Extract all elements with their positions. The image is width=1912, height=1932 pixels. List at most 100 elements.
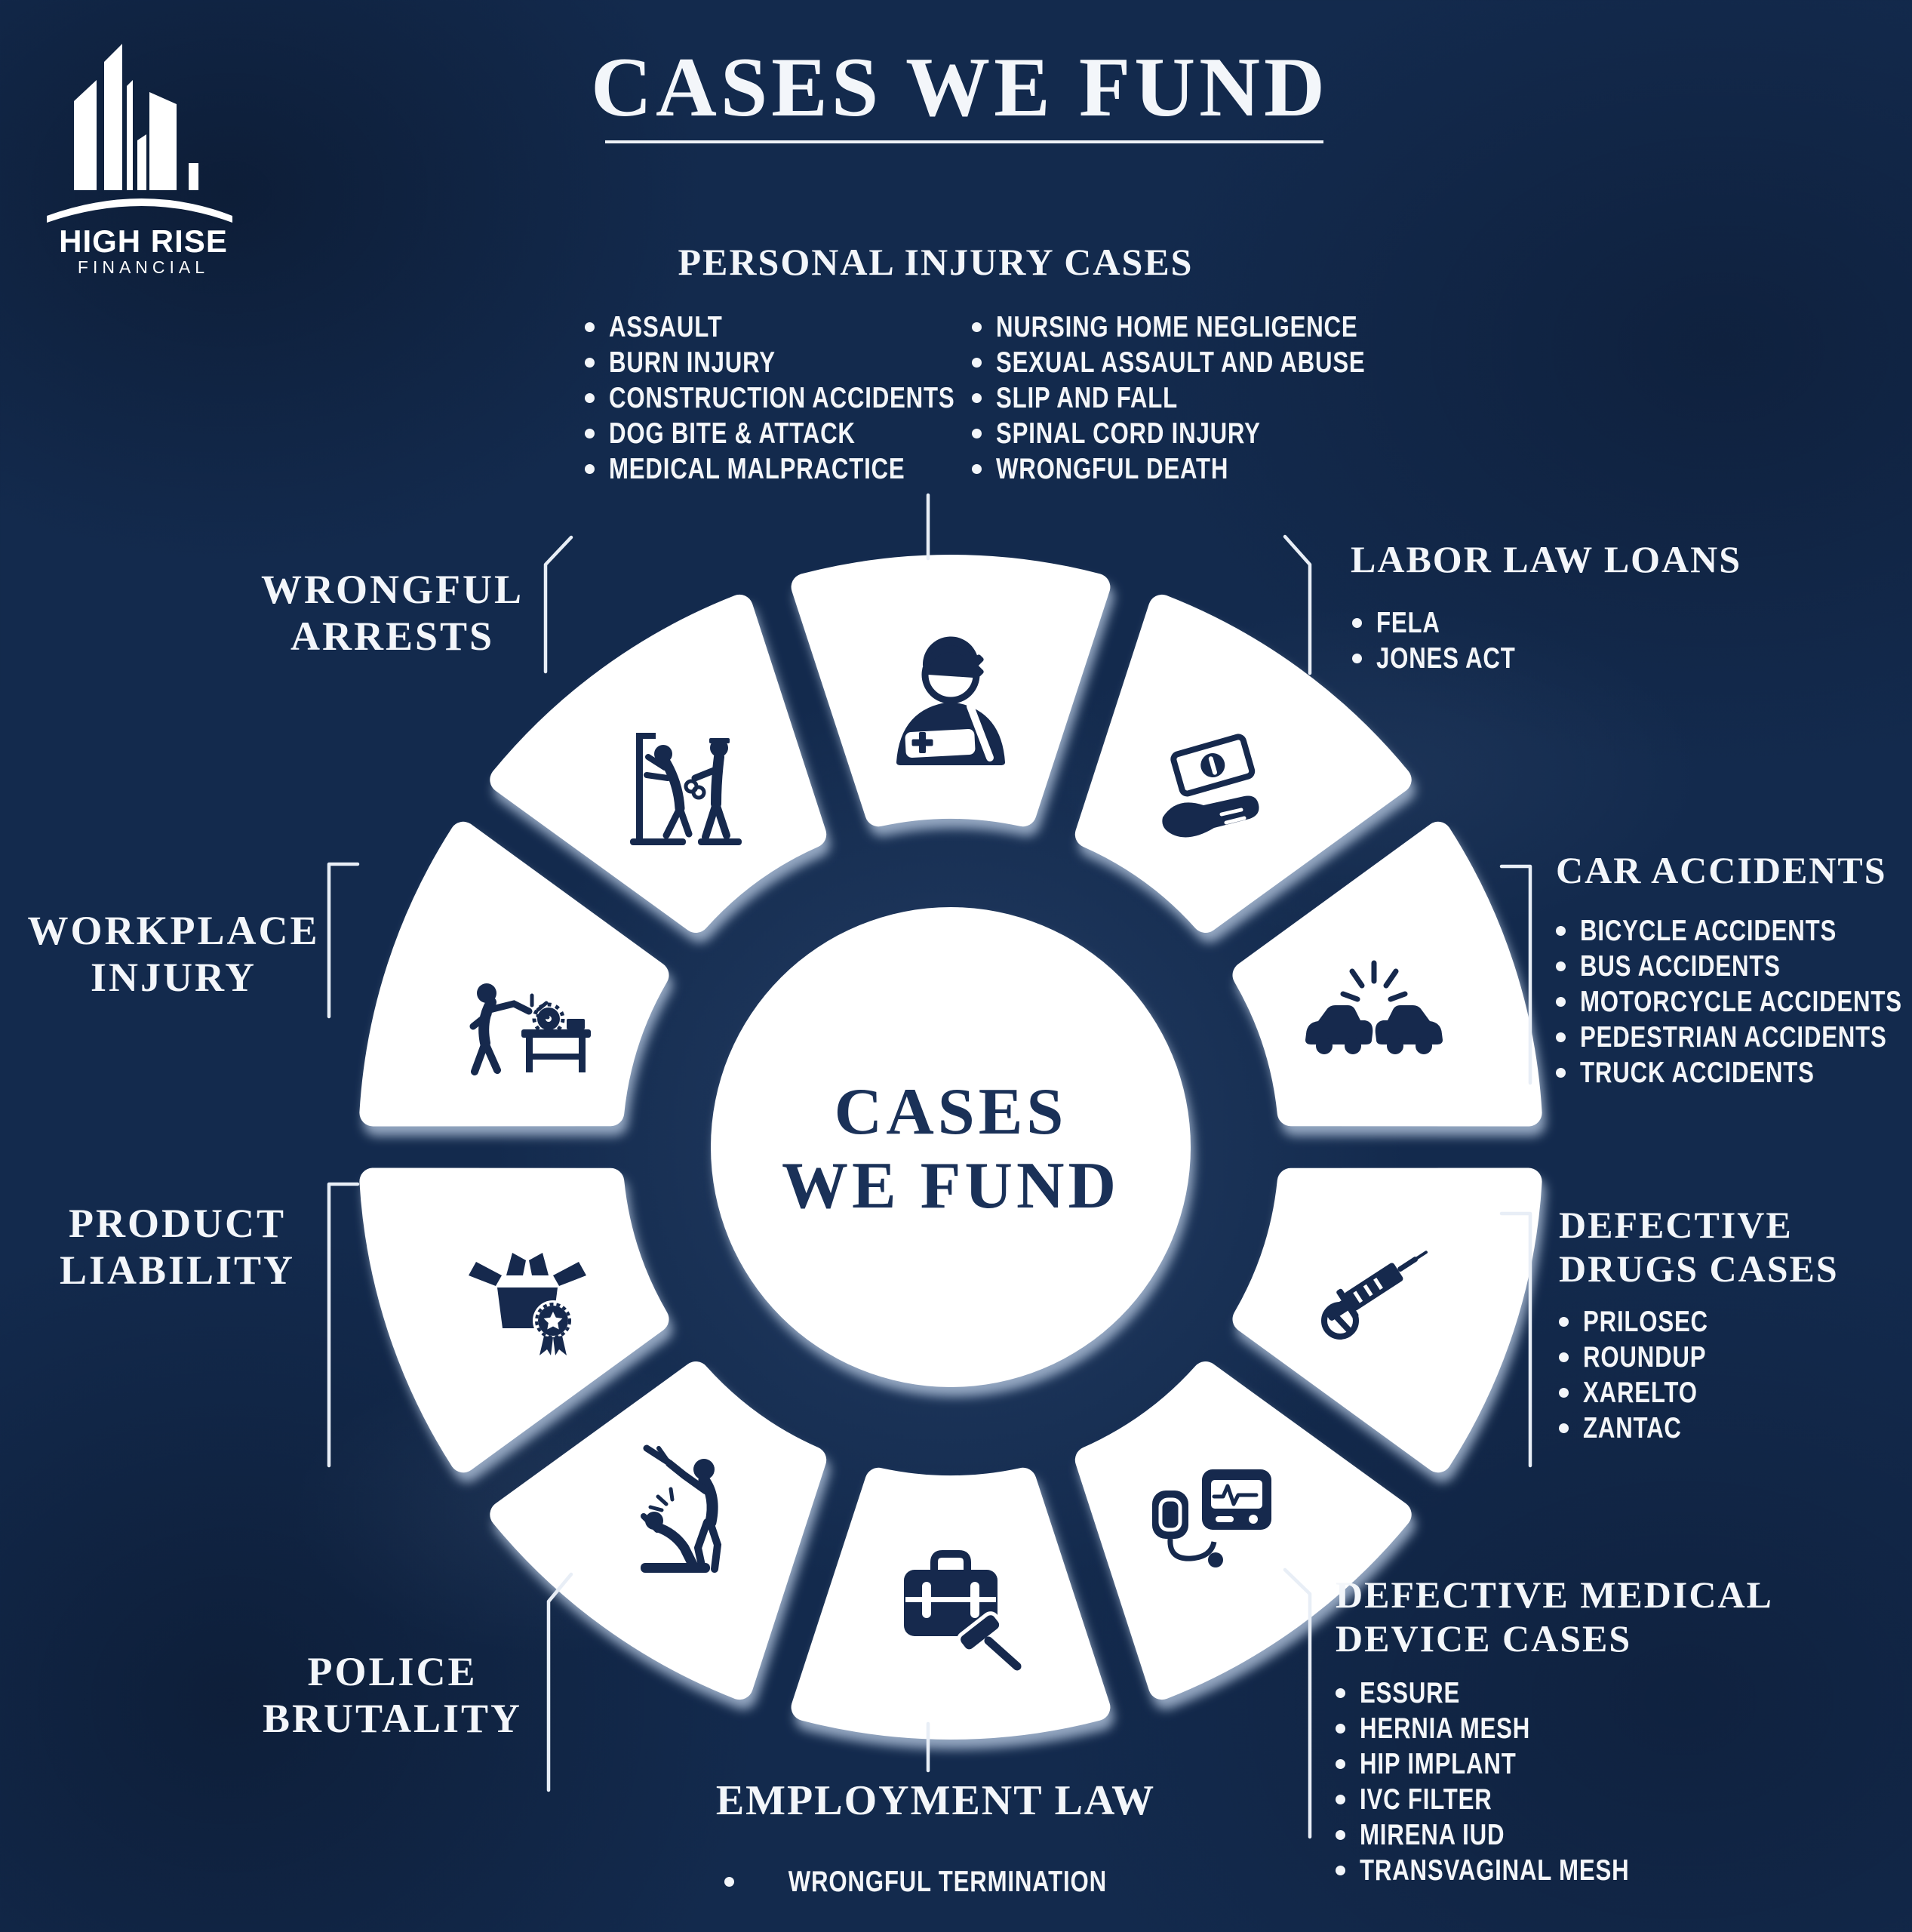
police-brutality-line1: POLICE: [307, 1649, 478, 1694]
list-item: BUS ACCIDENTS: [1556, 949, 1912, 984]
list-item-text: SPINAL CORD INJURY: [996, 417, 1261, 450]
bullet-dot: [724, 1877, 735, 1887]
bullet-dot: [1352, 654, 1362, 663]
list-item: CONSTRUCTION ACCIDENTS: [585, 380, 1041, 416]
center-title-line1: CASES: [835, 1075, 1068, 1149]
list-item-text: CONSTRUCTION ACCIDENTS: [609, 381, 955, 414]
list-item: WRONGFUL TERMINATION: [709, 1864, 1162, 1900]
wrongful-arrests-label: WRONGFUL ARRESTS: [241, 566, 543, 660]
police-brutality-icon: [641, 1444, 722, 1573]
product-liability-line2: LIABILITY: [59, 1247, 296, 1293]
bullet-dot: [585, 358, 595, 368]
list-item: DOG BITE & ATTACK: [585, 416, 1041, 451]
list-item: MOTORCYCLE ACCIDENTS: [1556, 984, 1912, 1020]
list-item: HIP IMPLANT: [1336, 1746, 1773, 1782]
bullet-dot: [1336, 1688, 1345, 1698]
defective-drugs-icon: [1321, 1251, 1428, 1340]
bullet-dot: [585, 429, 595, 438]
list-item: WRONGFUL DEATH: [972, 451, 1458, 487]
list-item: SLIP AND FALL: [972, 380, 1458, 416]
bullet-dot: [972, 322, 982, 332]
bracket-product-liability: [327, 1182, 360, 1468]
list-item-text: ROUNDUP: [1583, 1340, 1707, 1374]
bracket-defective-drugs: [1499, 1211, 1532, 1468]
list-item: PRILOSEC: [1559, 1304, 1839, 1340]
bracket-wrongful-arrests: [543, 535, 573, 674]
workplace-injury-icon: [469, 983, 591, 1075]
bullet-dot: [1559, 1352, 1569, 1362]
list-item-text: SLIP AND FALL: [996, 381, 1178, 414]
bullet-dot: [972, 429, 982, 438]
segment-personal-injury: [791, 555, 1111, 827]
segment-defective-drugs: [1232, 1168, 1542, 1473]
list-item-text: WRONGFUL TERMINATION: [788, 1865, 1108, 1898]
list-item: SPINAL CORD INJURY: [972, 416, 1458, 451]
logo-name: HIGH RISE: [59, 223, 228, 259]
employment-law-list: WRONGFUL TERMINATION: [709, 1864, 1162, 1900]
bullet-dot: [1336, 1830, 1345, 1840]
segment-workplace-injury: [359, 821, 669, 1127]
wrongful-arrests-icon: [630, 733, 742, 845]
bullet-dot: [1336, 1759, 1345, 1769]
list-item-text: FELA: [1376, 606, 1440, 639]
list-item-text: ESSURE: [1360, 1676, 1461, 1709]
list-item-text: XARELTO: [1583, 1376, 1698, 1409]
bullet-dot: [585, 393, 595, 403]
defective-medical-heading-line2: DEVICE CASES: [1336, 1617, 1632, 1660]
labor-law-heading: LABOR LAW LOANS: [1351, 538, 1742, 580]
bullet-dot: [585, 464, 595, 474]
list-item-text: PRILOSEC: [1583, 1305, 1708, 1338]
wrongful-arrests-line2: ARRESTS: [290, 614, 495, 659]
list-item: HERNIA MESH: [1336, 1711, 1773, 1746]
list-item-text: BUS ACCIDENTS: [1580, 949, 1781, 983]
police-brutality-label: POLICE BRUTALITY: [241, 1648, 543, 1742]
logo-swoosh: [47, 198, 232, 223]
list-item: ROUNDUP: [1559, 1340, 1839, 1375]
list-item: PEDESTRIAN ACCIDENTS: [1556, 1020, 1912, 1055]
product-liability-icon: [469, 1253, 586, 1355]
bullet-dot: [972, 393, 982, 403]
list-item-text: ZANTAC: [1583, 1411, 1682, 1444]
list-item: NURSING HOME NEGLIGENCE: [972, 309, 1458, 345]
center-circle: [711, 907, 1191, 1387]
workplace-injury-label: WORKPLACE INJURY: [23, 907, 324, 1001]
list-item-text: PEDESTRIAN ACCIDENTS: [1580, 1020, 1887, 1054]
list-item-text: NURSING HOME NEGLIGENCE: [996, 310, 1358, 343]
list-item-text: TRANSVAGINAL MESH: [1360, 1854, 1630, 1887]
police-brutality-line2: BRUTALITY: [262, 1696, 523, 1741]
bullet-dot: [1559, 1388, 1569, 1398]
bullet-dot: [1556, 1032, 1566, 1042]
bullet-dot: [1352, 618, 1362, 628]
center-title-line2: WE FUND: [782, 1149, 1120, 1223]
list-item-text: HERNIA MESH: [1360, 1712, 1531, 1745]
list-item: MIRENA IUD: [1336, 1817, 1773, 1853]
defective-medical-heading-line1: DEFECTIVE MEDICAL: [1336, 1574, 1773, 1616]
product-liability-line1: PRODUCT: [69, 1201, 286, 1246]
bullet-dot: [1336, 1866, 1345, 1875]
product-liability-label: PRODUCT LIABILITY: [26, 1200, 328, 1294]
list-item-text: ASSAULT: [609, 310, 723, 343]
list-item: SEXUAL ASSAULT AND ABUSE: [972, 345, 1458, 380]
segment-car-accidents: [1232, 821, 1542, 1127]
list-item: BURN INJURY: [585, 345, 1041, 380]
logo-subname: FINANCIAL: [78, 257, 209, 275]
bullet-dot: [1556, 926, 1566, 936]
bracket-defective-medical: [1283, 1567, 1312, 1839]
bracket-car-accidents: [1499, 864, 1532, 1085]
employment-law-icon: [904, 1550, 1022, 1671]
car-accidents-heading: CAR ACCIDENTS: [1556, 849, 1887, 891]
workplace-injury-line2: INJURY: [90, 955, 257, 1000]
employment-law-heading: EMPLOYMENT LAW: [715, 1777, 1156, 1824]
wrongful-arrests-line1: WRONGFUL: [261, 567, 524, 612]
bullet-dot: [1556, 997, 1566, 1007]
list-item: IVC FILTER: [1336, 1782, 1773, 1817]
bullet-dot: [1336, 1724, 1345, 1734]
list-item-text: HIP IMPLANT: [1360, 1747, 1517, 1780]
